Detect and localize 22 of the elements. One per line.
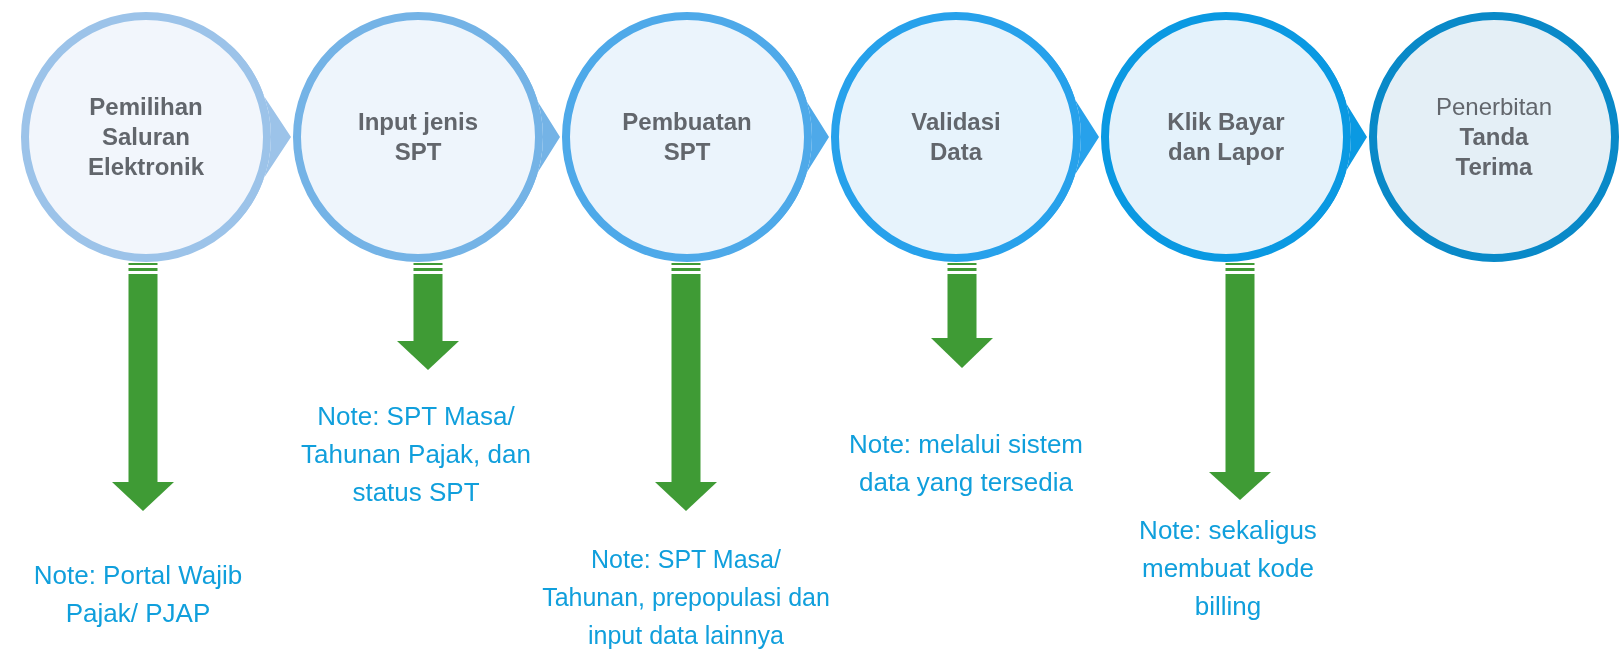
step-circle	[831, 12, 1081, 262]
down-arrow	[655, 263, 717, 511]
down-arrow	[931, 263, 993, 368]
step-label: Pemilihan Saluran Elektronik	[86, 92, 205, 182]
step-label: Input jenis SPT	[357, 107, 479, 167]
note-text: Note: melalui sistem data yang tersedia	[826, 425, 1106, 501]
note-text: Note: Portal Wajib Pajak/ PJAP	[13, 556, 263, 632]
down-arrow	[112, 263, 174, 511]
note-text: Note: SPT Masa/ Tahunan Pajak, dan status SPT	[266, 397, 566, 511]
step-circle	[21, 12, 271, 262]
step-circle	[293, 12, 543, 262]
down-arrow	[397, 263, 459, 370]
step-label: Klik Bayar dan Lapor	[1166, 107, 1286, 167]
step-label: Pembuatan SPT	[621, 107, 753, 167]
note-text: Note: SPT Masa/ Tahunan, prepopulasi dan input data lainnya	[538, 540, 834, 653]
step-circle	[562, 12, 812, 262]
step-circle	[1369, 12, 1619, 262]
down-arrow	[1209, 263, 1271, 500]
step-label: Validasi Data	[910, 107, 1002, 167]
step-circle	[1101, 12, 1351, 262]
step-label: Penerbitan Tanda Terima	[1434, 92, 1554, 182]
note-text: Note: sekaligus membuat kode billing	[1123, 511, 1333, 625]
